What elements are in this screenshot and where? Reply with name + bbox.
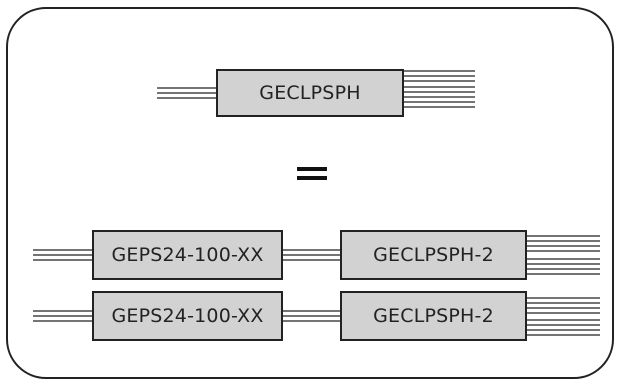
row2-right-module-box: GECLPSPH-2 xyxy=(340,291,527,341)
row1-left-module-label: GEPS24-100-XX xyxy=(111,244,264,266)
row1-left-module-box: GEPS24-100-XX xyxy=(92,230,283,280)
top-module-box: GECLPSPH xyxy=(216,69,404,117)
top-module-label: GECLPSPH xyxy=(259,82,361,104)
row2-right-module-label: GECLPSPH-2 xyxy=(373,305,494,327)
equals-sign xyxy=(297,167,327,181)
row2-left-module-box: GEPS24-100-XX xyxy=(92,291,283,341)
row2-left-module-label: GEPS24-100-XX xyxy=(111,305,264,327)
row1-right-module-box: GECLPSPH-2 xyxy=(340,230,527,280)
row1-right-module-label: GECLPSPH-2 xyxy=(373,244,494,266)
